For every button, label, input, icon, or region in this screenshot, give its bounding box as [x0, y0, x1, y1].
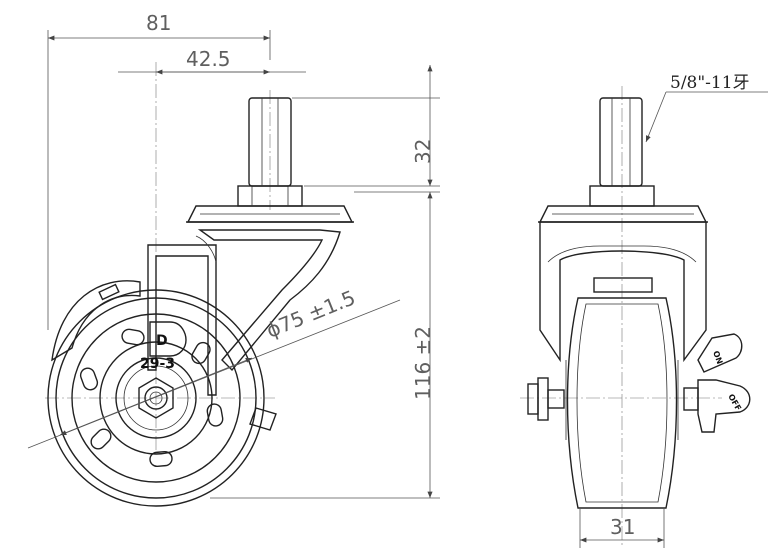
side-brake-tab: [249, 407, 277, 431]
front-brake-levers: ON OFF: [697, 333, 751, 433]
side-stem: [248, 97, 292, 187]
front-view: ON OFF 5/8"-11牙 31: [520, 73, 768, 548]
thread-callout: 5/8"-11牙: [645, 73, 768, 143]
wheel-width-value: 31: [610, 515, 635, 539]
front-fork: [539, 222, 707, 363]
brake-off-label: OFF: [726, 393, 743, 413]
dim-wheel-diameter: ϕ75 ±1.5: [27, 285, 401, 449]
side-brake-lever: [51, 280, 141, 362]
dim-overall-width: 81: [47, 11, 271, 330]
stem-height-value: 32: [411, 139, 435, 164]
wheel-diameter-value: ϕ75 ±1.5: [263, 285, 359, 342]
fork-logo: D: [149, 321, 187, 357]
side-view: D 29-3 81 42.5 32 116 ±2: [27, 11, 440, 507]
front-wheel: [565, 297, 679, 509]
thread-spec: 5/8"-11牙: [670, 73, 750, 93]
model-number: 29-3: [140, 356, 175, 372]
brake-on-label: ON: [711, 350, 724, 366]
total-height-value: 116 ±2: [411, 326, 435, 400]
dim-offset-width: 42.5: [118, 47, 306, 75]
dim-wheel-width: 31: [579, 508, 665, 548]
front-axle-bolt: [527, 377, 699, 421]
dim-total-height: 116 ±2: [210, 191, 440, 499]
dim-stem-height: 32: [292, 65, 440, 187]
front-top-plate: [538, 205, 708, 223]
logo-mark: D: [156, 333, 168, 349]
overall-width-value: 81: [146, 11, 171, 35]
offset-width-value: 42.5: [186, 47, 231, 71]
